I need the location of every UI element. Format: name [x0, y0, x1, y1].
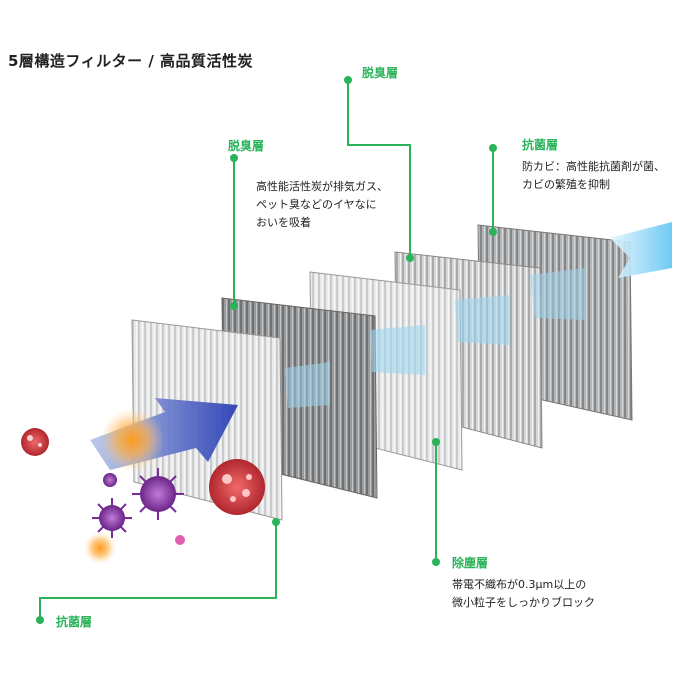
virus-icon	[209, 459, 265, 515]
desc-line: ペット臭などのイヤなに	[256, 198, 377, 211]
label-deodorizing-mid: 脱臭層	[228, 139, 265, 153]
desc-line: 帯電不織布が0.3μm以上の	[452, 578, 587, 591]
clean-air-arrow	[610, 222, 672, 278]
label-antibacterial-back: 抗菌層	[522, 138, 559, 152]
virus-icon	[21, 428, 49, 456]
pollen-glow-small	[84, 532, 116, 564]
particle-icon	[175, 535, 185, 545]
desc-line: 微小粒子をしっかりブロック	[452, 596, 595, 609]
desc-line: 高性能活性炭が排気ガス、	[256, 180, 388, 193]
page-title: 5層構造フィルター / 高品質活性炭	[8, 52, 254, 70]
desc-line: カビの繁殖を抑制	[522, 178, 610, 191]
desc-antibacterial: 防カビ：高性能抗菌剤が菌、 カビの繁殖を抑制	[522, 158, 665, 194]
label-deodorizing-top: 脱臭層	[362, 66, 399, 80]
desc-line: おいを吸着	[256, 216, 311, 229]
pollen-glow	[100, 408, 164, 472]
label-dust-removal: 除塵層	[452, 556, 489, 570]
desc-line: 防カビ：高性能抗菌剤が菌、	[522, 160, 665, 173]
label-antibacterial-front: 抗菌層	[56, 615, 93, 629]
desc-dust-removal: 帯電不織布が0.3μm以上の 微小粒子をしっかりブロック	[452, 576, 595, 612]
virus-icon	[103, 473, 117, 487]
virus-icon	[132, 468, 184, 520]
desc-deodorizing: 高性能活性炭が排気ガス、 ペット臭などのイヤなに おいを吸着	[256, 178, 388, 232]
virus-icon	[92, 498, 132, 538]
